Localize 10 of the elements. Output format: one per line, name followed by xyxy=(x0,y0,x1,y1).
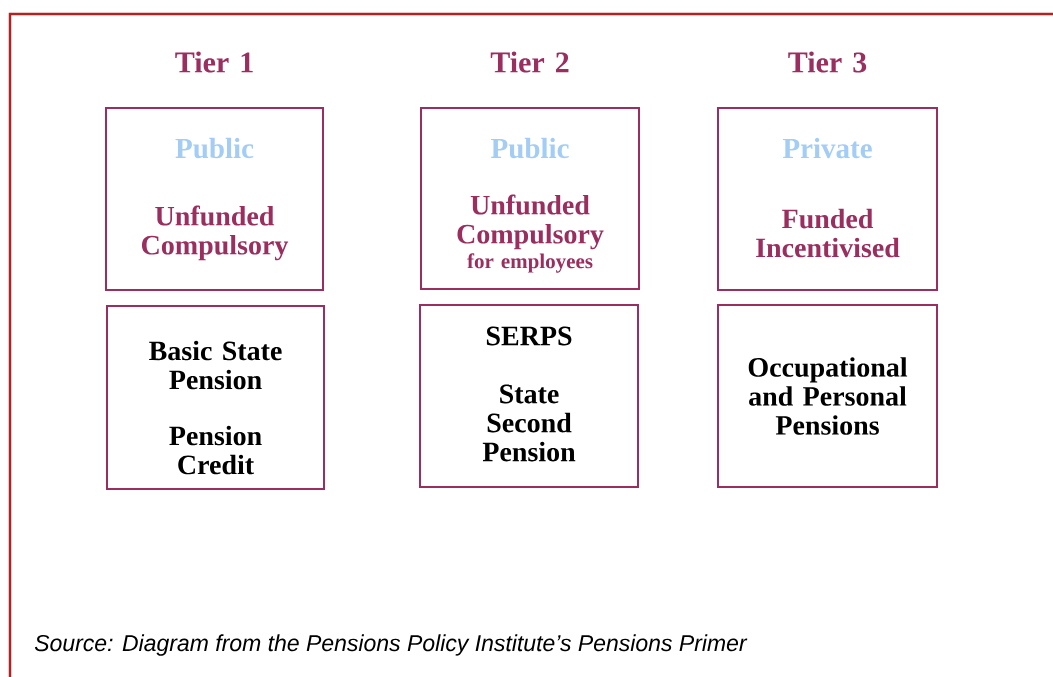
pension-box: Basic State Pension Pension Credit xyxy=(106,305,325,490)
pension-box: Tier 3 Private Funded Incentivised xyxy=(717,51,938,291)
pension-box: Tier 1 Public Unfunded Compulsory xyxy=(105,51,324,291)
pension-box: Occupational and Personal Pensions xyxy=(717,304,938,488)
pension-box: Tier 2 Public Unfunded Compulsory for employees xyxy=(420,51,640,290)
node-label: Tier 3 xyxy=(788,51,867,73)
node-label: Tier 2 xyxy=(490,51,569,73)
pension-box: SERPS State Second Pension xyxy=(419,304,639,488)
node-label: Tier 1 xyxy=(175,51,253,73)
caption: Source: Diagram from the Pensions Policy Institute’s Pensions Primer xyxy=(34,634,748,656)
